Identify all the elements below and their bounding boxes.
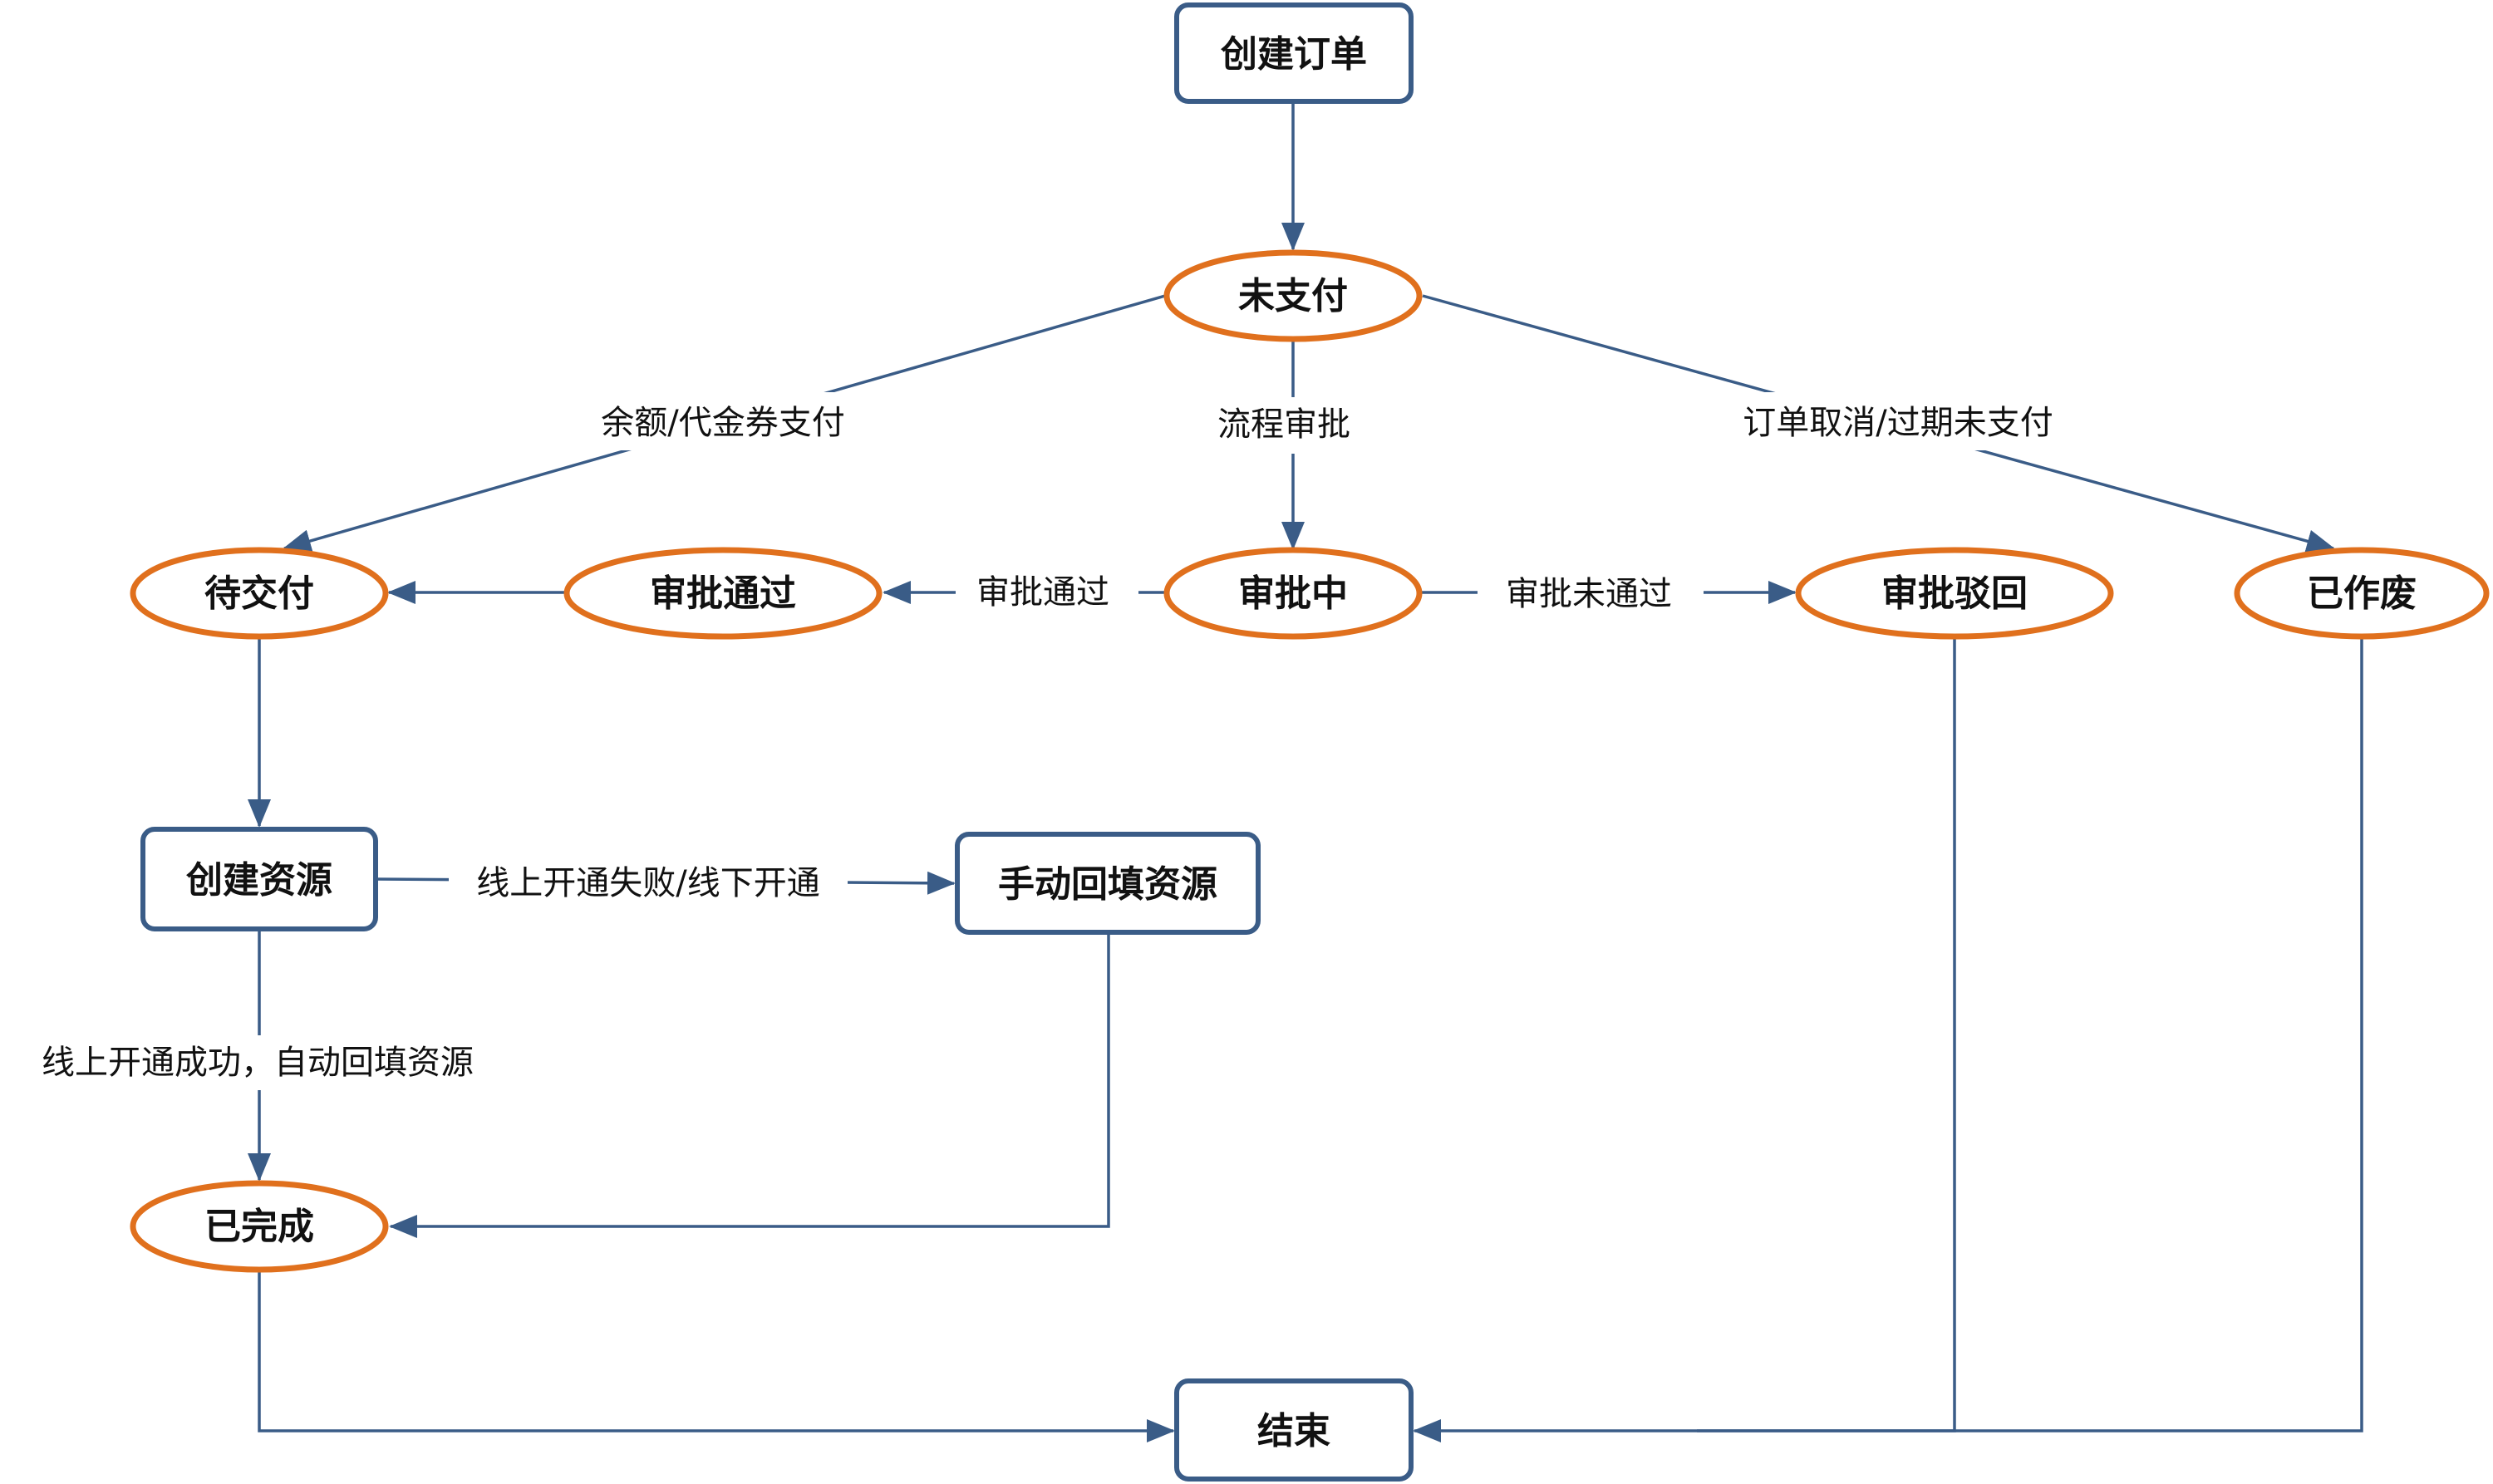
edge-labels: 余额/代金券支付 流程审批 订单取消/过期未支付 审批通过 审批未通过 线上开通… [17, 392, 2078, 1090]
edge-label-online-fail: 线上开通失败/线下开通 [476, 864, 819, 902]
node-create-resource[interactable]: 创建资源 [140, 827, 378, 931]
node-approving[interactable]: 审批中 [1163, 547, 1423, 640]
node-create-order[interactable]: 创建订单 [1174, 2, 1414, 104]
edge-label-approve-pass: 审批通过 [976, 573, 1109, 612]
node-completed-label: 已完成 [204, 1206, 314, 1248]
edge-label-flow-approval: 流程审批 [1217, 405, 1350, 444]
node-end[interactable]: 结束 [1174, 1378, 1414, 1482]
edge-label-approve-fail: 审批未通过 [1506, 575, 1672, 613]
node-create-resource-label: 创建资源 [186, 859, 332, 902]
node-completed[interactable]: 已完成 [130, 1180, 389, 1273]
nodes: 创建订单 未支付 待交付 审批通过 审批中 审批驳回 [130, 2, 2490, 1482]
node-manual-fill-label: 手动回填资源 [998, 863, 1217, 906]
edge-voided-to-end [1413, 638, 2363, 1442]
node-approved[interactable]: 审批通过 [563, 547, 883, 640]
edge-rejected-to-end [1697, 638, 1956, 1432]
node-create-order-label: 创建订单 [1221, 33, 1367, 76]
node-end-label: 结束 [1257, 1410, 1330, 1452]
node-approving-label: 审批中 [1238, 572, 1348, 615]
node-approved-label: 审批通过 [650, 572, 796, 615]
node-rejected-label: 审批驳回 [1881, 572, 2028, 615]
node-voided-label: 已作废 [2307, 572, 2417, 615]
node-manual-fill[interactable]: 手动回填资源 [955, 832, 1261, 935]
edge-label-cancel-expire: 订单取消/过期未支付 [1743, 404, 2053, 442]
node-rejected[interactable]: 审批驳回 [1795, 547, 2114, 640]
node-unpaid-label: 未支付 [1238, 275, 1348, 317]
edge-completed-to-end [258, 1271, 1175, 1442]
edge-label-online-success: 线上开通成功，自动回填资源 [42, 1044, 474, 1082]
node-pending-delivery-label: 待交付 [204, 572, 314, 615]
edge-manual-fill-to-completed [389, 934, 1110, 1238]
node-unpaid[interactable]: 未支付 [1163, 249, 1423, 342]
node-pending-delivery[interactable]: 待交付 [130, 547, 389, 640]
node-voided[interactable]: 已作废 [2234, 547, 2490, 640]
edge-label-balance-pay: 余额/代金券支付 [601, 404, 844, 442]
